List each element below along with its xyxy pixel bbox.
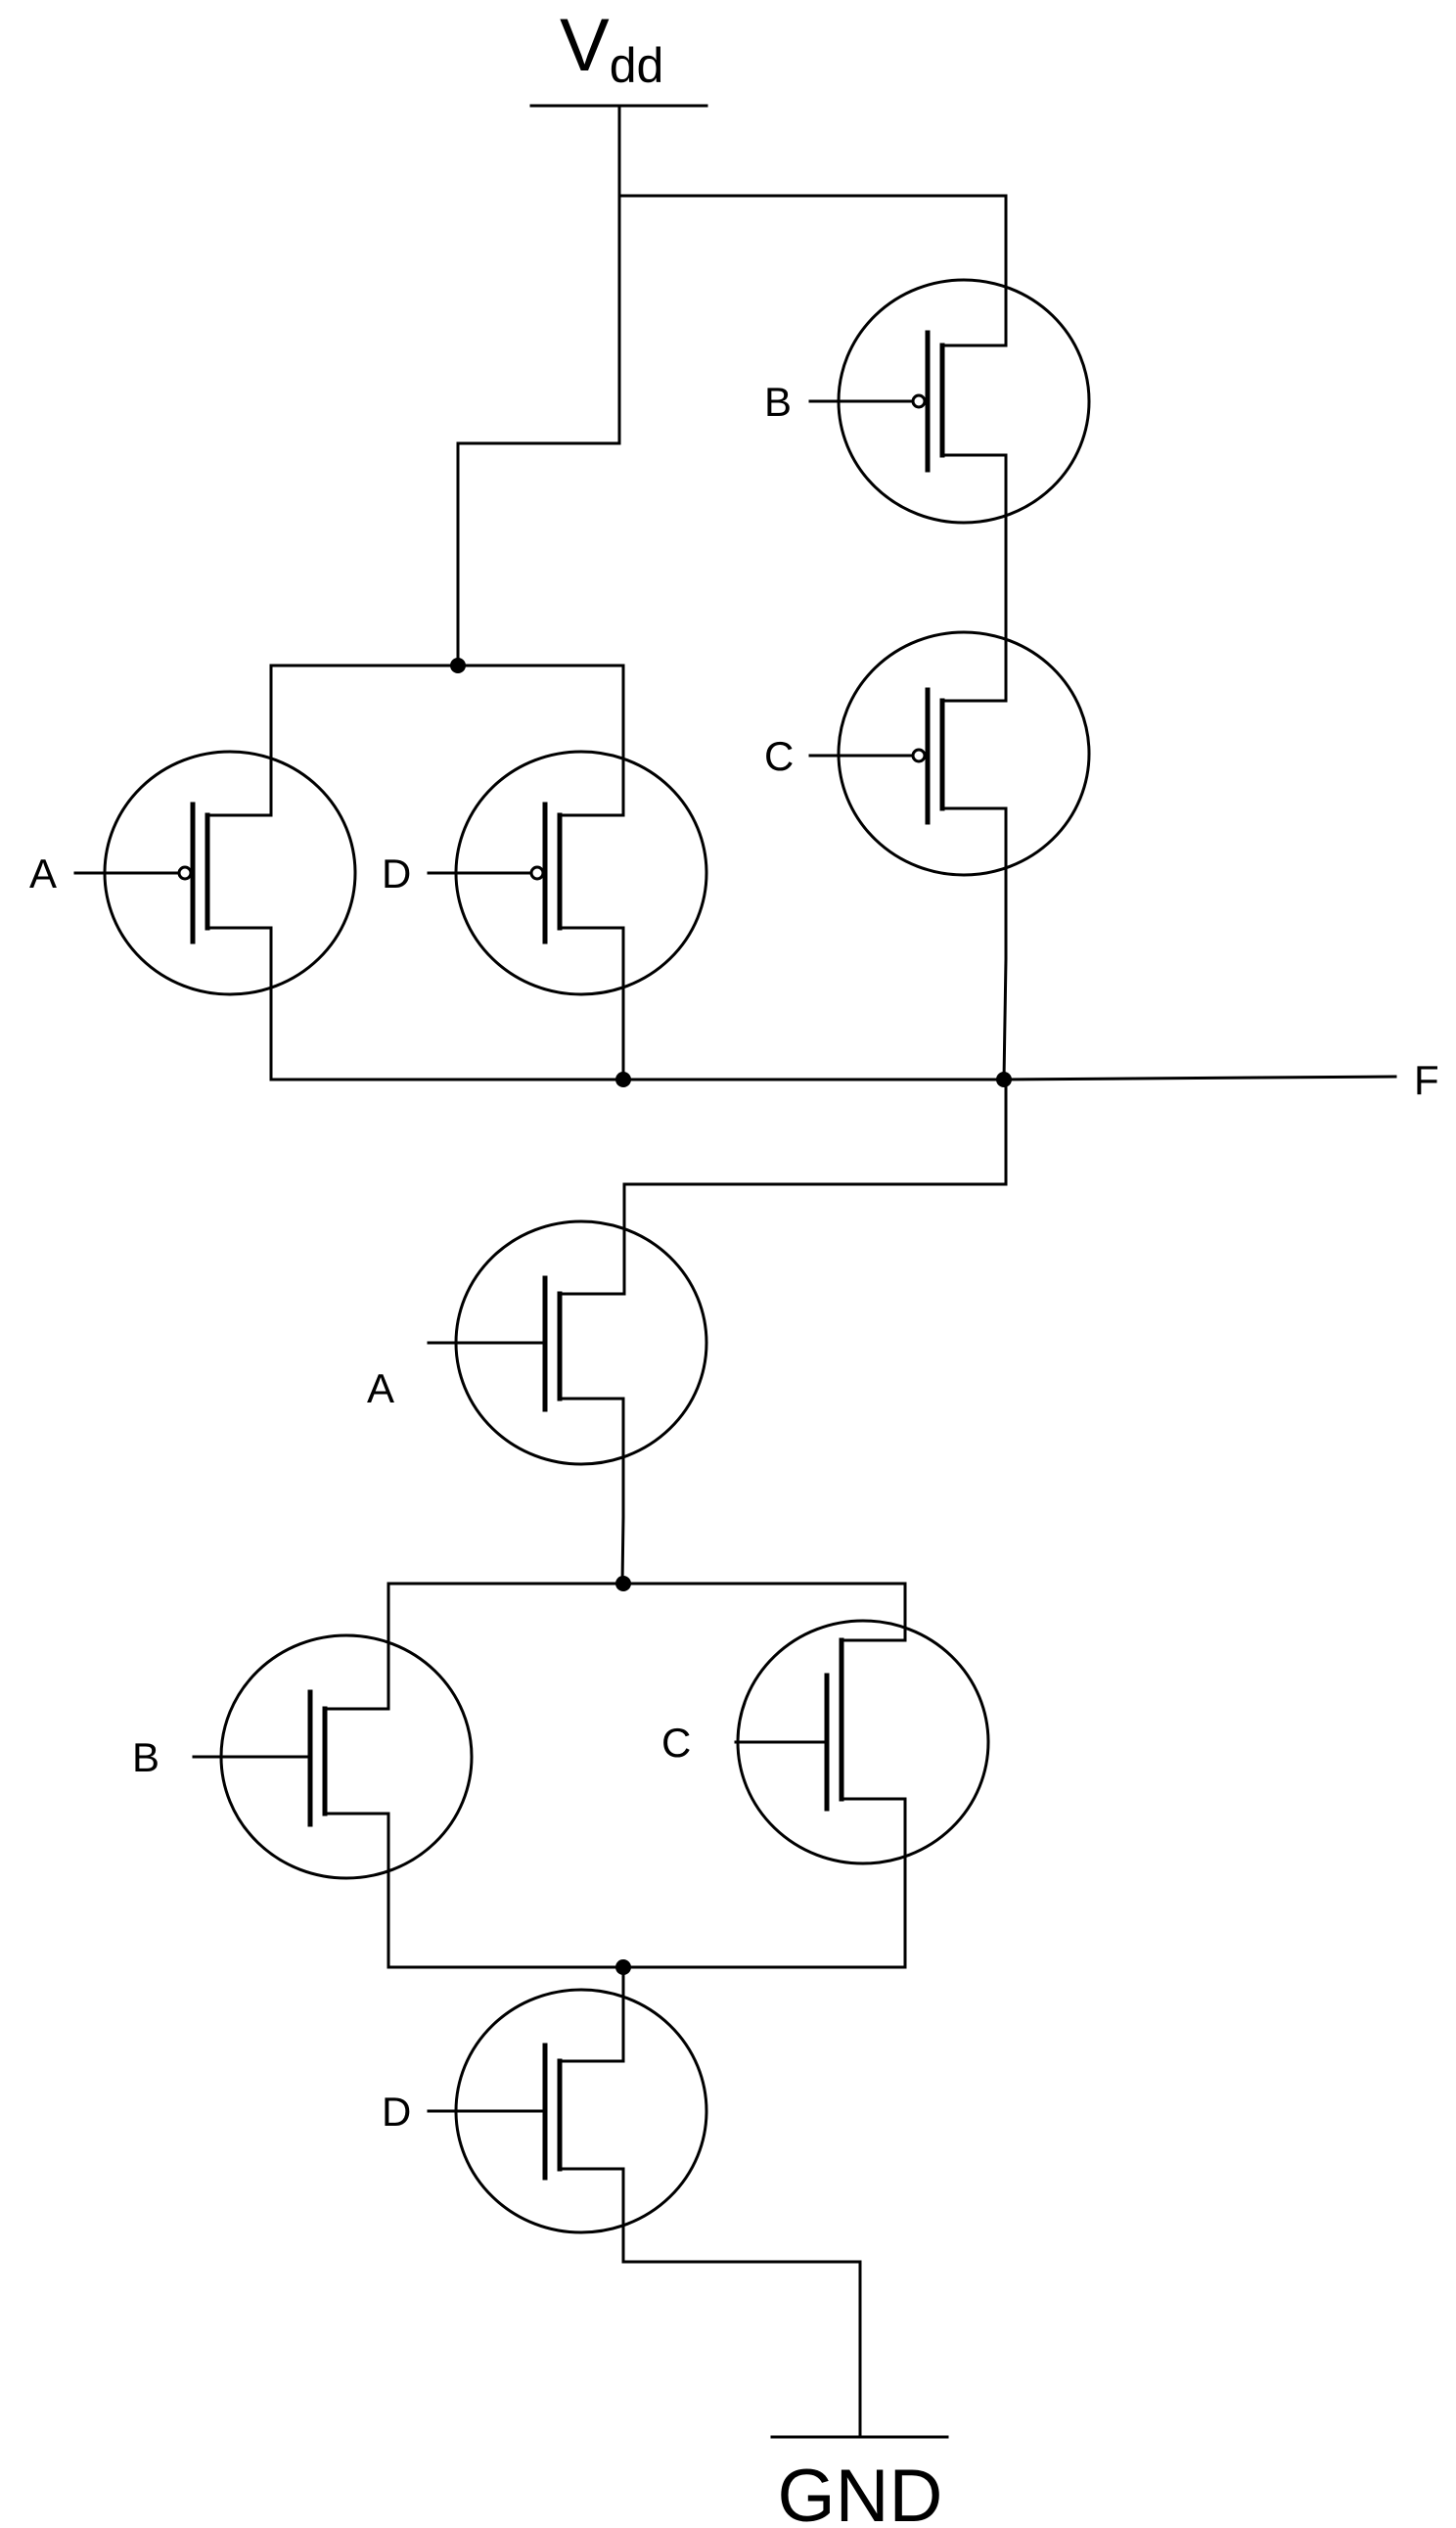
wire-vdd-series-branch bbox=[617, 194, 1008, 347]
wire-parallel-top bbox=[269, 664, 625, 817]
pmos-transistor-c: C bbox=[764, 630, 1091, 877]
junction-nodes bbox=[450, 658, 1012, 1975]
vdd-label-main: V bbox=[560, 4, 610, 87]
nmos-a-gate-label: A bbox=[367, 1365, 394, 1411]
pmos-transistor-b: B bbox=[764, 278, 1091, 525]
vdd-supply: Vdd bbox=[529, 4, 708, 108]
junction-pullup-bottom bbox=[615, 1072, 631, 1087]
pmos-b-gate-label: B bbox=[764, 379, 792, 425]
wire-nmos-parallel-bottom bbox=[323, 1797, 907, 1969]
wire-pmos-c-to-f bbox=[940, 806, 1008, 1081]
pmos-transistor-d: D bbox=[382, 750, 708, 996]
wire-pmos-b-to-c bbox=[940, 453, 1008, 703]
pmos-c-bubble bbox=[911, 748, 927, 763]
nmos-d-gate-label: D bbox=[382, 2089, 411, 2135]
output-label: F bbox=[1414, 1057, 1439, 1103]
junction-pulldown-bottom bbox=[615, 1959, 631, 1975]
pmos-d-gate-label: D bbox=[382, 850, 411, 896]
gnd-label: GND bbox=[778, 2455, 943, 2528]
gnd-supply: GND bbox=[770, 2435, 949, 2528]
wire-vdd-trunk bbox=[456, 104, 621, 667]
pmos-c-gate-label: C bbox=[764, 733, 794, 779]
nmos-transistor-b: B bbox=[132, 1633, 474, 1880]
pmos-b-bubble bbox=[911, 393, 927, 409]
junction-pullup-top bbox=[450, 658, 466, 673]
pullup-wiring bbox=[205, 104, 1397, 1081]
wire-output bbox=[1002, 1075, 1397, 1081]
pmos-transistor-a: A bbox=[29, 750, 357, 996]
junction-output bbox=[996, 1072, 1012, 1087]
pmos-a-bubble bbox=[177, 865, 193, 881]
pmos-d-bubble bbox=[529, 865, 545, 881]
vdd-label: Vdd bbox=[560, 4, 663, 93]
nmos-c-gate-label: C bbox=[661, 1720, 691, 1766]
pmos-c-circle bbox=[837, 630, 1091, 877]
wire-parallel-bottom bbox=[205, 926, 1006, 1081]
nmos-transistor-d: D bbox=[382, 1988, 708, 2234]
nmos-transistor-a: A bbox=[367, 1219, 708, 1466]
nmos-b-gate-label: B bbox=[132, 1734, 159, 1780]
pmos-a-gate-label: A bbox=[29, 850, 57, 896]
wire-nmos-a-to-node bbox=[558, 1397, 625, 1586]
wire-nmos-parallel-top bbox=[387, 1582, 907, 1711]
junction-pulldown-top bbox=[615, 1576, 631, 1591]
vdd-label-sub: dd bbox=[610, 38, 664, 93]
wire-nmos-d-to-gnd bbox=[558, 2167, 862, 2439]
nmos-transistor-c: C bbox=[661, 1619, 990, 1865]
wire-pmos-d-source bbox=[558, 926, 625, 1081]
wire-f-to-nmos-a bbox=[558, 1078, 1008, 1296]
wire-node-to-nmos-d bbox=[558, 1965, 625, 2063]
